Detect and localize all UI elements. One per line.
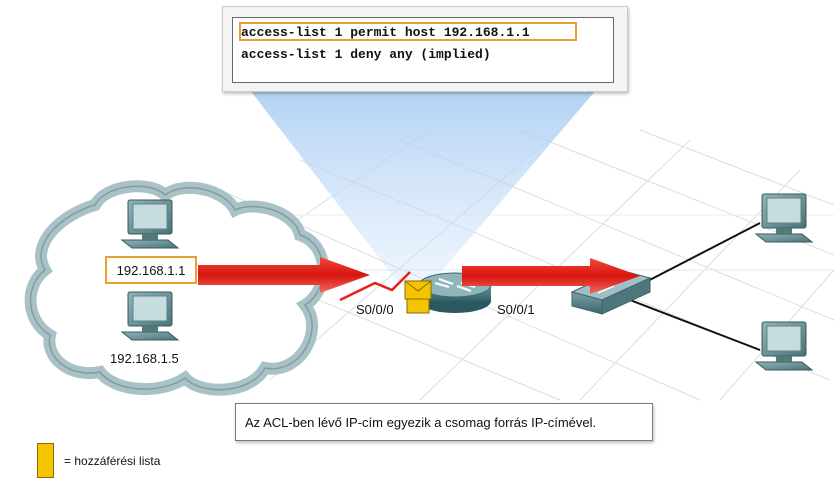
host-pc-permitted xyxy=(120,199,180,249)
legend-acl-label: = hozzáférési lista xyxy=(64,454,161,468)
acl-beam xyxy=(250,90,596,285)
acl-command-box: access-list 1 permit host 192.168.1.1 ac… xyxy=(232,17,614,83)
packet-arrow-inbound xyxy=(198,257,370,293)
acl-match-highlight xyxy=(239,22,577,41)
acl-permit-line: access-list 1 permit host 192.168.1.1 xyxy=(241,25,530,40)
legend-acl-swatch xyxy=(37,443,54,478)
other-host-ip: 192.168.1.5 xyxy=(110,351,179,366)
serial-link xyxy=(339,271,411,302)
match-message: Az ACL-ben lévő IP-cím egyezik a csomag … xyxy=(235,403,653,441)
remote-pc-top xyxy=(754,193,814,243)
host-pc-other xyxy=(120,291,180,341)
acl-marker-icon xyxy=(404,280,432,314)
interface-s0-0-0-label: S0/0/0 xyxy=(356,302,394,317)
permitted-host-ip: 192.168.1.1 xyxy=(105,256,197,284)
remote-pc-bottom xyxy=(754,321,814,371)
packet-arrow-outbound xyxy=(462,258,640,294)
interface-s0-0-1-label: S0/0/1 xyxy=(497,302,535,317)
acl-deny-line: access-list 1 deny any (implied) xyxy=(241,47,491,62)
ethernet-link-bottom xyxy=(629,299,761,351)
ethernet-link-top xyxy=(639,222,761,286)
acl-command-panel: access-list 1 permit host 192.168.1.1 ac… xyxy=(222,6,628,92)
